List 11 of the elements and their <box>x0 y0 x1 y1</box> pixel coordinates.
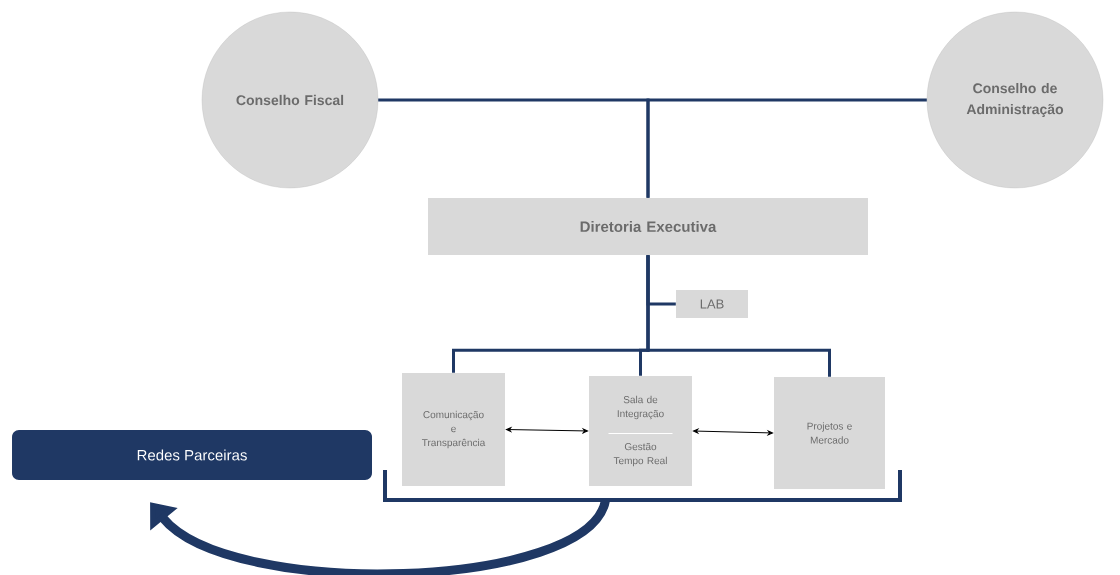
connector-line <box>646 255 831 377</box>
connector-line <box>646 98 927 198</box>
arrow <box>505 427 589 434</box>
network-box: Redes Parceiras <box>12 430 372 480</box>
org-box: Projetos e Mercado <box>774 377 885 489</box>
org-box: Sala de Integração Gestão Tempo Real <box>589 376 692 486</box>
org-box: Diretoria Executiva <box>428 198 868 255</box>
org-box: LAB <box>676 290 748 318</box>
arrow <box>692 428 774 436</box>
org-box: Comunicação e Transparência <box>402 373 505 486</box>
bracket-drawing <box>383 470 902 502</box>
